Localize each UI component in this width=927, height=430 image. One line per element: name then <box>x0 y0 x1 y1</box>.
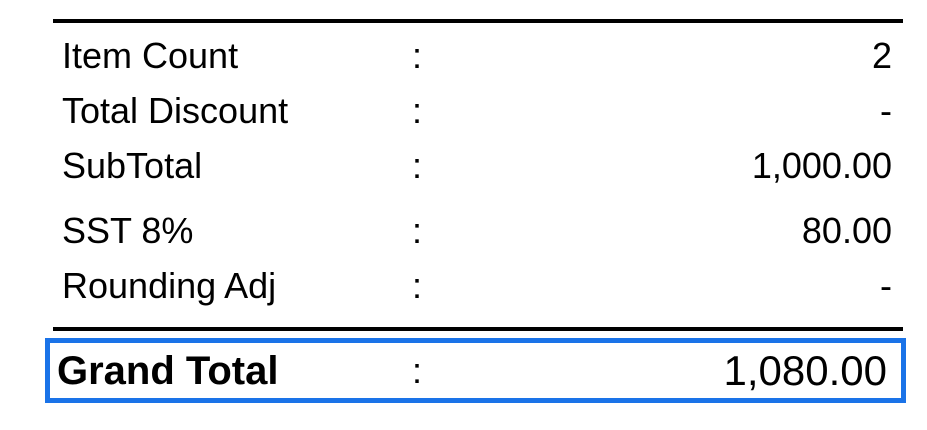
total-discount-label: Total Discount <box>62 89 289 131</box>
totals-panel: Item Count : 2 Total Discount : - SubTot… <box>0 19 927 403</box>
row-total-discount: Total Discount : - <box>62 83 892 138</box>
grand-total-label: Grand Total <box>57 348 279 393</box>
grand-total-highlight-box: Grand Total : 1,080.00 <box>45 338 906 403</box>
row-sst-tax: SST 8% : 80.00 <box>62 203 892 258</box>
subtotal-value: 1,000.00 <box>751 144 892 186</box>
row-subtotal: SubTotal : 1,000.00 <box>62 138 892 193</box>
sst-tax-label: SST 8% <box>62 209 194 251</box>
colon-separator: : <box>412 209 423 251</box>
colon-separator: : <box>412 34 423 76</box>
colon-separator: : <box>412 264 423 306</box>
total-discount-value: - <box>880 89 892 131</box>
rounding-adj-label: Rounding Adj <box>62 264 277 306</box>
grand-total-value: 1,080.00 <box>723 346 888 394</box>
colon-separator: : <box>412 349 423 391</box>
rounding-adj-value: - <box>880 264 892 306</box>
top-rule <box>53 19 903 23</box>
row-item-count: Item Count : 2 <box>62 28 892 83</box>
summary-rows: Item Count : 2 Total Discount : - SubTot… <box>0 28 927 313</box>
divider-rule <box>53 327 903 331</box>
sst-tax-value: 80.00 <box>801 209 892 251</box>
row-rounding-adj: Rounding Adj : - <box>62 258 892 313</box>
subtotal-label: SubTotal <box>62 144 203 186</box>
item-count-value: 2 <box>871 34 892 76</box>
colon-separator: : <box>412 144 423 186</box>
colon-separator: : <box>412 89 423 131</box>
item-count-label: Item Count <box>62 34 239 76</box>
